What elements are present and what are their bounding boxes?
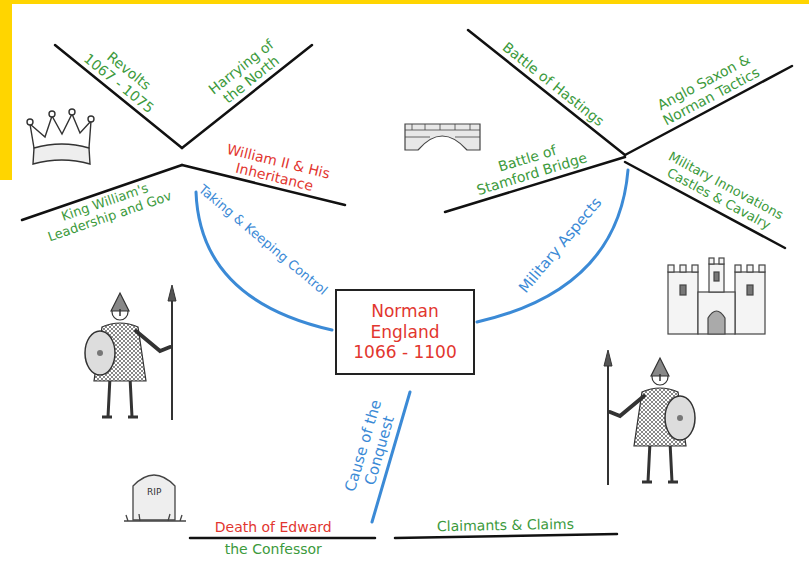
soldier-figure: [604, 350, 695, 485]
branch-label: Cause of the Conquest: [339, 386, 406, 511]
yellow-bar: [0, 0, 809, 4]
branch-label: Harrying of the North: [196, 30, 294, 117]
main-branches: [196, 170, 628, 522]
central-topic-box: Norman England 1066 - 1100: [335, 289, 475, 374]
topic-title: Norman England 1066 - 1100: [347, 301, 463, 362]
gravestone-icon: [124, 475, 186, 521]
soldier-figure: [85, 285, 176, 420]
branch-label: Military Aspects: [515, 194, 605, 296]
branch-label: Military Innovations Castles & Cavalry: [648, 145, 794, 242]
branch-label: William II & His Inheritance: [207, 137, 346, 200]
branch-label: Anglo Saxon & Norman Tactics: [645, 46, 770, 133]
branch-label: Taking & Keeping Control: [195, 182, 330, 298]
castle-icon: [668, 258, 765, 334]
bridge-icon: [405, 124, 480, 150]
branch-label: Claimants & Claims: [437, 516, 574, 535]
branch-label: Battle of Hastings: [499, 39, 607, 129]
branch-lines: [22, 30, 792, 538]
branch-label: Battle of Stamford Bridge: [465, 133, 594, 200]
branch-label: the Confessor: [225, 541, 322, 557]
yellow-bar: [0, 0, 12, 180]
crown-icon: [27, 109, 94, 164]
branch-label: Death of Edward: [215, 519, 332, 535]
tombstone-text: RIP: [147, 487, 161, 497]
